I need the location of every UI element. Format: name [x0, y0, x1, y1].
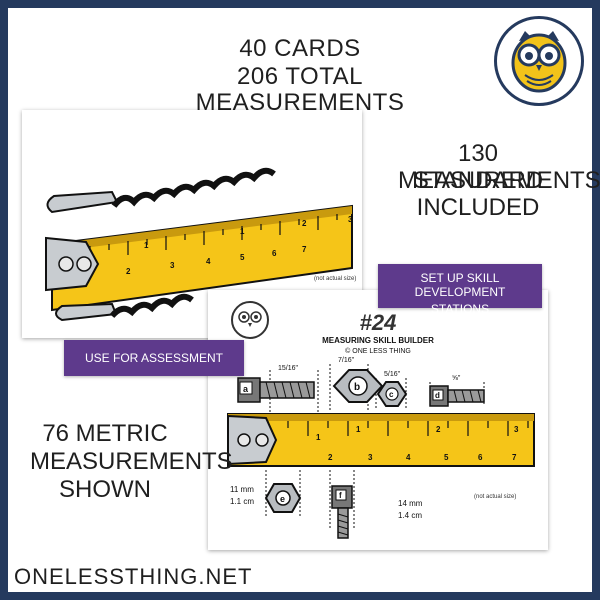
banner-skill-stations-line2: STATIONS — [430, 302, 490, 316]
front-ruler-num-b3: 3 — [514, 425, 519, 434]
banner-skill-stations: SET UP SKILL DEVELOPMENT STATIONS — [378, 264, 542, 316]
back-ruler-num-b1: 1 — [240, 227, 245, 236]
front-ruler-num-7: 7 — [512, 453, 517, 462]
measure-15-16: 15/16" — [278, 365, 299, 372]
label-c: c — [389, 390, 394, 399]
front-ruler-num-6: 6 — [478, 453, 483, 462]
banner-skill-stations-line1: SET UP SKILL DEVELOPMENT — [414, 271, 506, 299]
owl-small-icon — [231, 301, 269, 339]
front-ruler-num-4: 4 — [406, 453, 411, 462]
back-ruler-num-b2: 2 — [302, 219, 307, 228]
back-card-tape-measure: 1 2 3 4 5 6 7 1 2 3 (not actual size) — [45, 167, 356, 322]
measure-5-8: ⅝" — [452, 375, 461, 382]
owl-logo-icon — [511, 31, 567, 93]
standard-callout-line2: MEASUREMENTS — [398, 167, 600, 194]
back-ruler-num-b3: 3 — [348, 215, 353, 224]
label-e: e — [280, 494, 285, 504]
front-ruler-num-2: 2 — [328, 453, 333, 462]
back-card-note: (not actual size) — [314, 276, 356, 282]
front-ruler-num-1: 1 — [316, 433, 321, 442]
standard-callout-line3: INCLUDED — [416, 194, 540, 221]
metric-right-cm: 1.4 cm — [398, 511, 422, 520]
measure-7-16: 7/16" — [338, 357, 355, 364]
metric-callout-line3: SHOWN — [59, 476, 151, 503]
card-copyright: © ONE LESS THING — [345, 347, 411, 355]
hex-nut-icon — [332, 369, 384, 403]
label-d: d — [435, 391, 440, 400]
headline-total: 206 TOTAL MEASUREMENTS — [195, 63, 405, 116]
back-ruler-num-7: 7 — [302, 245, 307, 254]
back-ruler-num-2: 2 — [126, 267, 131, 276]
label-a: a — [243, 384, 249, 394]
front-ruler-num-b2: 2 — [436, 425, 441, 434]
card-title: MEASURING SKILL BUILDER — [322, 336, 434, 345]
metric-left-cm: 1.1 cm — [230, 497, 254, 506]
back-ruler-num-6: 6 — [272, 249, 277, 258]
label-b: b — [354, 382, 360, 393]
front-ruler-num-5: 5 — [444, 453, 449, 462]
front-card-diagram: #24 MEASURING SKILL BUILDER © ONE LESS T… — [227, 301, 535, 539]
banner-assessment: USE FOR ASSESSMENT — [64, 340, 244, 376]
headline-cards: 40 CARDS — [239, 35, 361, 62]
owl-logo-badge — [494, 16, 584, 106]
standard-callout-line1: 130 STANDARD — [412, 140, 544, 194]
label-f: f — [339, 491, 342, 500]
back-card: 1 2 3 4 5 6 7 1 2 3 (not actual size) — [22, 110, 362, 338]
back-ruler-num-4: 4 — [206, 257, 211, 266]
metric-right-mm: 14 mm — [398, 499, 423, 508]
front-ruler-num-3: 3 — [368, 453, 373, 462]
back-ruler-num-3: 3 — [170, 261, 175, 270]
measure-5-16: 5/16" — [384, 371, 401, 378]
card-number: #24 — [360, 310, 397, 335]
metric-callout-line2: MEASUREMENTS — [30, 448, 233, 475]
website-footer: ONELESSTHING.NET — [14, 564, 253, 589]
front-card: #24 MEASURING SKILL BUILDER © ONE LESS T… — [208, 290, 548, 550]
back-ruler-num-5: 5 — [240, 253, 245, 262]
front-ruler-num-b1: 1 — [356, 425, 361, 434]
metric-callout-line1: 76 METRIC — [42, 420, 168, 447]
metric-left-mm: 11 mm — [230, 485, 254, 494]
back-ruler-num-1: 1 — [144, 241, 149, 250]
front-card-note: (not actual size) — [474, 494, 516, 500]
